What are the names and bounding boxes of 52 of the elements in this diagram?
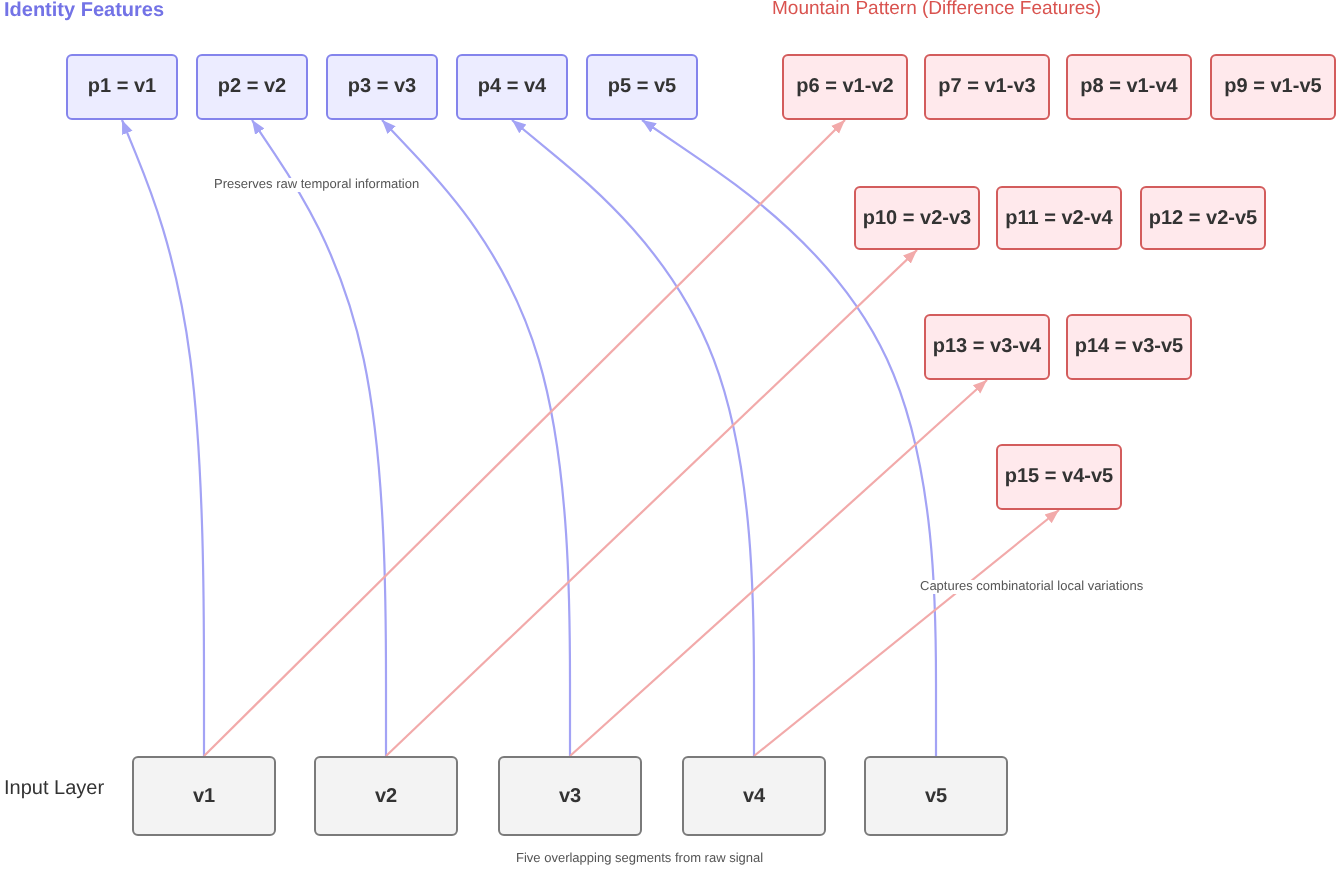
identity-feature-box xyxy=(196,54,308,120)
curved-arrow xyxy=(641,119,938,756)
formula-text: p5 = v5 xyxy=(607,76,677,98)
formula-text: p11 = v2-v4 xyxy=(1005,207,1113,229)
formula-text: p9 = v1-v5 xyxy=(1224,76,1322,98)
input-segment-box xyxy=(864,756,1008,836)
difference-feature-box xyxy=(854,186,980,250)
difference-feature-box xyxy=(996,444,1122,510)
segment-label: v5 xyxy=(924,785,948,807)
input-segment-box xyxy=(682,756,826,836)
formula-text: p14 = v3-v5 xyxy=(1074,336,1184,358)
formula-text: p12 = v2-v5 xyxy=(1148,207,1258,229)
difference-feature-box xyxy=(1140,186,1266,250)
segment-label: v2 xyxy=(374,785,398,807)
formula-text: p10 = v2-v3 xyxy=(862,207,972,229)
formula-text: p8 = v1-v4 xyxy=(1080,76,1178,98)
curved-arrow xyxy=(251,119,388,756)
difference-feature-box xyxy=(924,314,1050,380)
difference-feature-box xyxy=(996,186,1122,250)
input-segment-box xyxy=(314,756,458,836)
identity-feature-box xyxy=(66,54,178,120)
difference-feature-box xyxy=(782,54,908,120)
formula-text: p6 = v1-v2 xyxy=(796,76,894,98)
formula-text: p2 = v2 xyxy=(217,76,287,98)
curved-arrow xyxy=(381,119,572,756)
formula-text: p13 = v3-v4 xyxy=(932,336,1042,358)
identity-feature-box xyxy=(326,54,438,120)
identity-feature-box xyxy=(586,54,698,120)
arrow xyxy=(385,249,918,757)
segment-label: v1 xyxy=(192,785,216,807)
curved-arrow xyxy=(121,119,206,756)
arrow xyxy=(569,379,988,757)
formula-text: p4 = v4 xyxy=(477,76,547,98)
segment-label: v4 xyxy=(742,785,766,807)
difference-feature-box xyxy=(924,54,1050,120)
formula-text: p1 = v1 xyxy=(87,76,157,98)
formula-text: p3 = v3 xyxy=(347,76,417,98)
curved-arrow xyxy=(511,119,756,756)
arrow xyxy=(753,509,1060,757)
difference-feature-box xyxy=(1066,314,1192,380)
row-label: Input Layer xyxy=(4,778,105,801)
section-heading: Identity Features xyxy=(4,0,165,23)
input-segment-box xyxy=(498,756,642,836)
section-heading: Mountain Pattern (Difference Features) xyxy=(772,0,1102,22)
formula-text: p7 = v1-v3 xyxy=(938,76,1036,98)
difference-feature-box xyxy=(1066,54,1192,120)
input-segment-box xyxy=(132,756,276,836)
identity-feature-box xyxy=(456,54,568,120)
arrow xyxy=(203,119,846,757)
difference-feature-box xyxy=(1210,54,1336,120)
segment-label: v3 xyxy=(558,785,582,807)
formula-text: p15 = v4-v5 xyxy=(1004,466,1114,488)
